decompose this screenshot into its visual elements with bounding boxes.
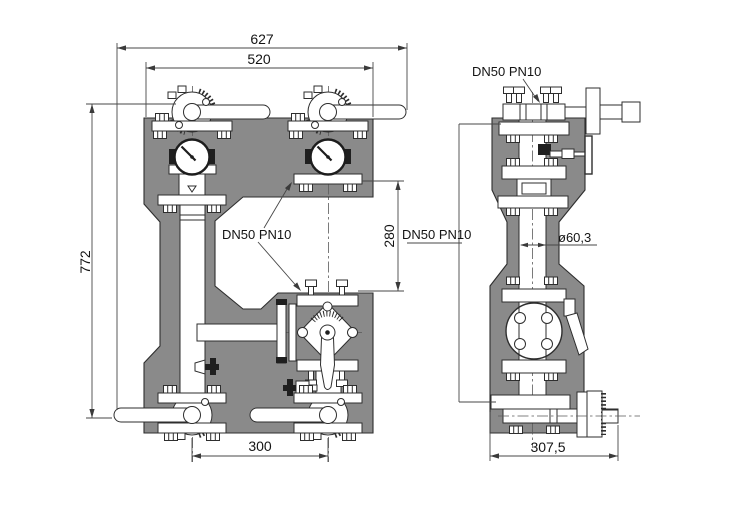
drain-cock-left [194,358,219,375]
dimension-connection-offset: 280 [358,180,404,292]
top-right-ball-valve [287,86,407,139]
dim-text-307-5: 307,5 [530,439,565,455]
dimension-overall-height: 772 [77,103,176,419]
dim-text-300: 300 [248,438,272,454]
branch-pipe [196,323,279,342]
side-pump-body [501,276,589,381]
dimension-body-width: 520 [145,51,374,117]
front-view: 627 520 772 280 [77,31,408,462]
dim-text-520: 520 [247,51,271,67]
mixing-valve-lever [319,337,336,390]
label-text-dn50-side-top: DN50 PN10 [472,64,541,79]
dimension-pipe-diameter: ø60,3 [520,230,597,248]
side-bottom-valve [490,390,640,438]
bottom-left-ball-valve [113,385,227,441]
position-scale [310,310,345,323]
label-text-dn50-front: DN50 PN10 [222,227,291,242]
handle-disc [585,87,601,135]
label-text-dn50-side-mid: DN50 PN10 [402,227,471,242]
dim-text-627: 627 [250,31,274,47]
dimension-overall-width: 627 [116,31,408,410]
label-flange-front: DN50 PN10 [222,182,301,291]
dimension-valve-spacing: 300 [191,438,329,462]
side-view: ø60,3 307,5 DN50 PN10 DN50 PN10 [402,64,641,461]
side-gauge [538,135,593,175]
handle-wheel [586,390,603,438]
bottom-right-ball-valve [249,385,363,441]
side-upper-flanges [497,121,570,216]
pump-lever [565,312,589,356]
mixing-valve [276,279,359,390]
label-flange-side-mid: DN50 PN10 [402,123,501,403]
top-left-ball-valve [151,86,271,139]
dim-text-280: 280 [381,224,397,248]
side-top-valve [502,86,641,135]
dim-text-diameter: ø60,3 [558,230,591,245]
left-gauge-stack [157,138,227,213]
dim-text-772: 772 [77,250,93,274]
supply-pipe-front [179,203,206,415]
dimension-depth: 307,5 [489,412,619,461]
label-flange-side-top: DN50 PN10 [472,64,541,103]
right-gauge-stack [293,138,363,192]
